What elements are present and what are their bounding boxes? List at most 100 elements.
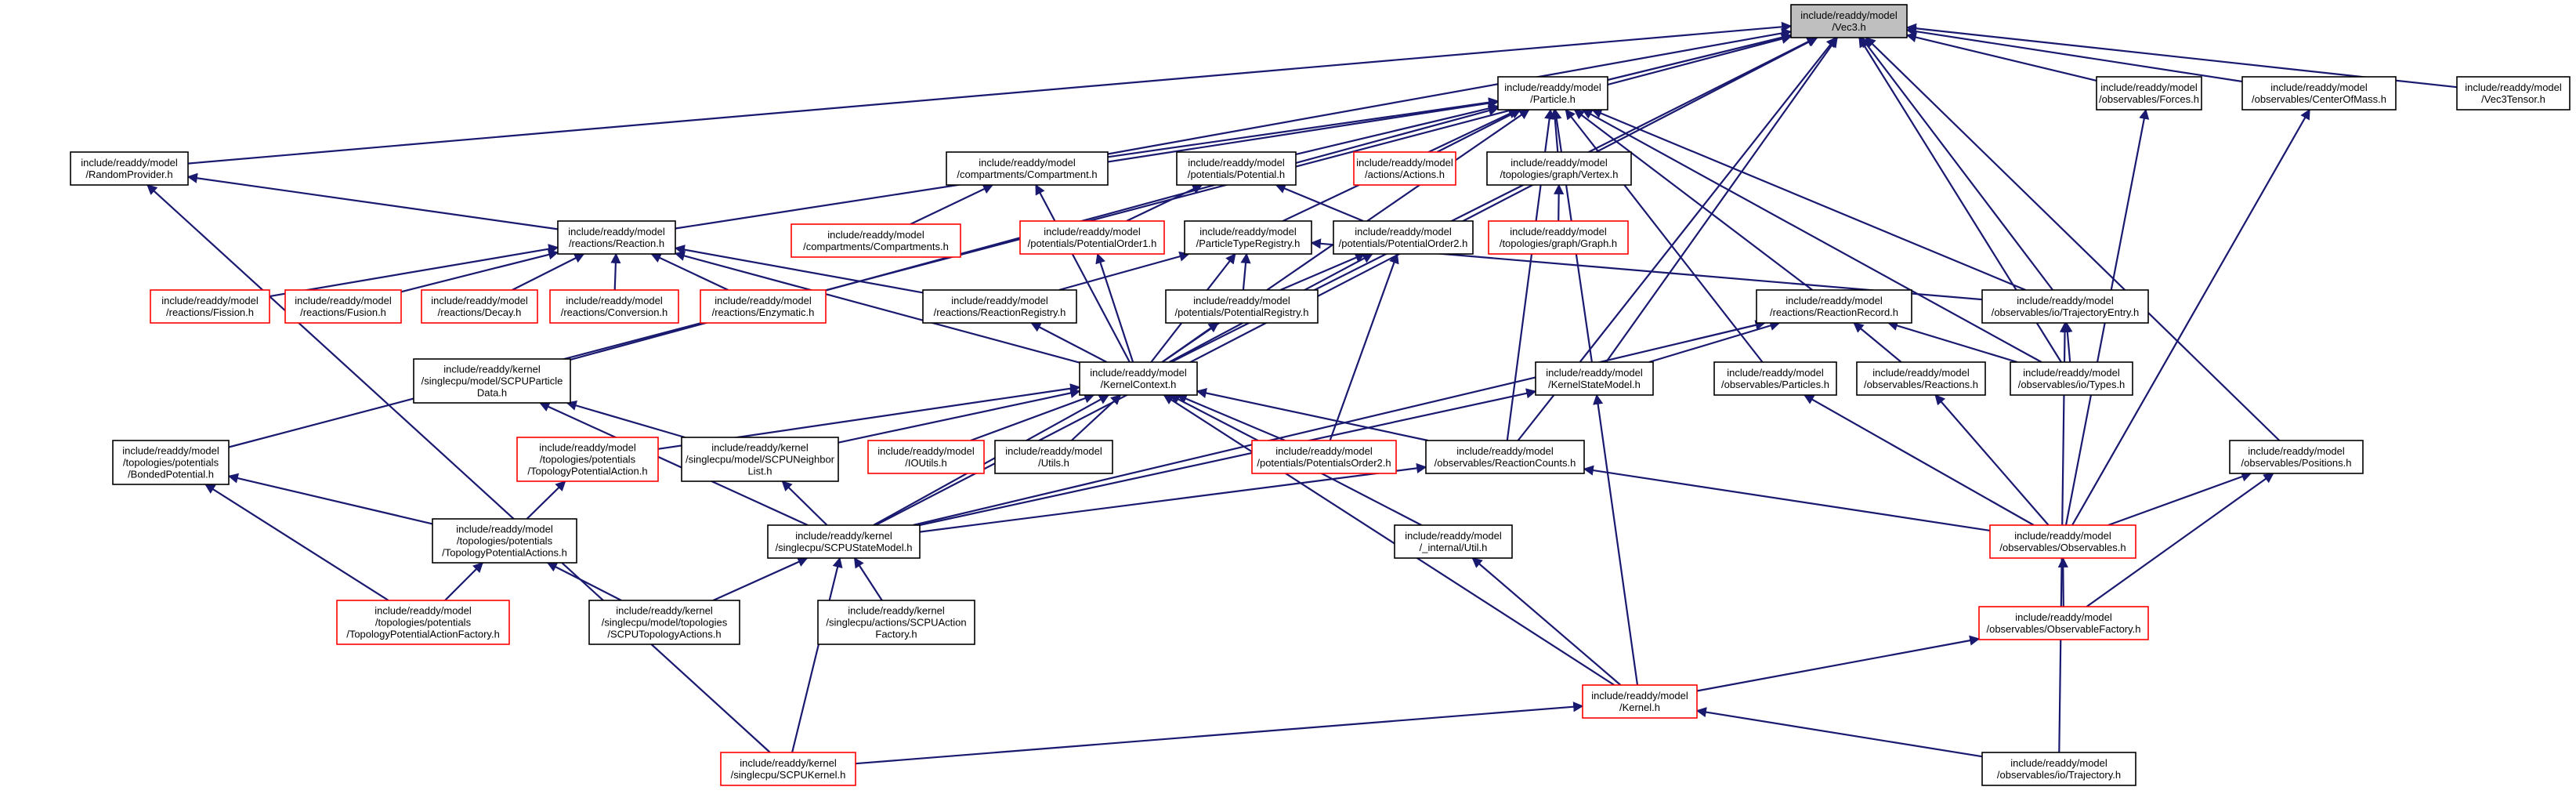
node-topopotaction[interactable]: include/readdy/model/topologies/potentia… [516, 437, 659, 482]
node-label-line: include/readdy/model [374, 605, 472, 617]
node-box [681, 437, 839, 482]
node-positions[interactable]: include/readdy/model/observables/Positio… [2229, 440, 2364, 474]
edge-kernelctx-to-reaction [674, 251, 1080, 364]
node-box [1176, 151, 1297, 186]
node-label-line: /singlecpu/model/topologies [602, 617, 728, 629]
node-label-line: /reactions/Fission.h [166, 306, 254, 318]
node-label-line: /observables/Observables.h [1999, 542, 2126, 553]
node-box [1756, 289, 1912, 324]
node-label-line: /observables/ObservableFactory.h [1986, 623, 2140, 635]
node-order1[interactable]: include/readdy/model/potentials/Potentia… [1019, 220, 1165, 255]
node-reaction[interactable]: include/readdy/model/reactions/Reaction.… [557, 220, 676, 255]
edge-potential-to-particle [1295, 103, 1500, 155]
node-conversion[interactable]: include/readdy/model/reactions/Conversio… [549, 289, 679, 324]
edge-compartment-to-particle [1107, 97, 1500, 158]
node-potreg[interactable]: include/readdy/model/potentials/Potentia… [1165, 289, 1319, 324]
node-order2[interactable]: include/readdy/model/potentials/Potentia… [1333, 220, 1474, 255]
node-topopotactions[interactable]: include/readdy/model/topologies/potentia… [432, 518, 577, 564]
node-kernelctx[interactable]: include/readdy/model/KernelContext.h [1079, 361, 1198, 396]
node-label-line: include/readdy/model [2017, 295, 2114, 306]
node-types[interactable]: include/readdy/model/observables/io/Type… [2010, 361, 2133, 396]
node-obsreactions[interactable]: include/readdy/model/observables/Reactio… [1856, 361, 1986, 396]
node-enzymatic[interactable]: include/readdy/model/reactions/Enzymatic… [700, 289, 827, 324]
edge-utils-to-kernelctx [1070, 394, 1122, 441]
node-label-line: include/readdy/model [1405, 530, 1502, 542]
node-bonded[interactable]: include/readdy/model/topologies/potentia… [112, 440, 230, 485]
node-kernel[interactable]: include/readdy/model/Kernel.h [1582, 684, 1698, 719]
node-box [112, 440, 230, 485]
node-scputopoactions[interactable]: include/readdy/kernel/singlecpu/model/to… [588, 600, 740, 645]
node-box [1978, 606, 2149, 640]
node-box [1079, 361, 1198, 396]
node-label-line: Factory.h [875, 629, 917, 640]
node-trajentry[interactable]: include/readdy/model/observables/io/Traj… [1981, 289, 2149, 324]
node-ptreg[interactable]: include/readdy/model/ParticleTypeRegistr… [1184, 220, 1312, 255]
node-compartments[interactable]: include/readdy/model/compartments/Compar… [791, 223, 961, 258]
node-ioutils[interactable]: include/readdy/model/IOUtils.h [867, 440, 985, 474]
node-box [2096, 76, 2202, 111]
node-label-line: /reactions/Enzymatic.h [712, 306, 815, 318]
edge-com-to-vec3 [1905, 26, 2243, 83]
edge-scpukernel-to-kernel [855, 702, 1584, 765]
node-label-line: include/readdy/model [827, 229, 924, 241]
edge-reactreg-to-ptreg [1058, 251, 1190, 292]
node-fusion[interactable]: include/readdy/model/reactions/Fusion.h [284, 289, 402, 324]
node-box [2456, 76, 2571, 111]
node-label-line: /topologies/potentials [375, 617, 472, 629]
node-label-line: include/readdy/model [1510, 226, 1607, 237]
node-compartment[interactable]: include/readdy/model/compartments/Compar… [946, 151, 1109, 186]
node-com[interactable]: include/readdy/model/observables/CenterO… [2241, 76, 2397, 111]
edge-types-to-particle [1582, 109, 2042, 363]
edge-observables-to-obsparticles [1803, 394, 2035, 526]
node-fission[interactable]: include/readdy/model/reactions/Fission.h [150, 289, 270, 324]
node-obsparticles[interactable]: include/readdy/model/observables/Particl… [1713, 361, 1837, 396]
node-label-line: /Particle.h [1530, 93, 1576, 105]
node-label-line: /observables/io/Types.h [2018, 379, 2126, 390]
node-vec3tensor[interactable]: include/readdy/model/Vec3Tensor.h [2456, 76, 2571, 111]
node-forces[interactable]: include/readdy/model/observables/Forces.… [2096, 76, 2202, 111]
node-observables[interactable]: include/readdy/model/observables/Observa… [1989, 524, 2136, 559]
node-vertex[interactable]: include/readdy/model/topologies/graph/Ve… [1486, 151, 1632, 186]
node-label-line: /Kernel.h [1619, 702, 1660, 713]
node-label-line: include/readdy/model [2010, 757, 2107, 769]
node-label-line: /topologies/graph/Graph.h [1500, 237, 1617, 249]
node-obsfactory[interactable]: include/readdy/model/observables/Observa… [1978, 606, 2149, 640]
node-label-line: include/readdy/model [1504, 82, 1601, 93]
node-random[interactable]: include/readdy/model/RandomProvider.h [70, 151, 189, 186]
edge-kernelctx-to-potreg [1161, 322, 1219, 363]
edge-fission-to-reaction [269, 244, 559, 298]
node-label-line: /KernelStateModel.h [1548, 379, 1641, 390]
node-trajectory[interactable]: include/readdy/model/observables/io/Traj… [1981, 752, 2136, 786]
node-scpukernel[interactable]: include/readdy/kernel/singlecpu/SCPUKern… [720, 752, 856, 786]
edge-compartments-to-compartment [910, 184, 994, 225]
node-decay[interactable]: include/readdy/model/reactions/Decay.h [421, 289, 538, 324]
node-ksm[interactable]: include/readdy/model/KernelStateModel.h [1535, 361, 1654, 396]
edge-obsreactions-to-reactrecord [1853, 322, 1902, 363]
node-box [588, 600, 740, 645]
node-potsorder2[interactable]: include/readdy/model/potentials/Potentia… [1251, 440, 1397, 474]
node-potential[interactable]: include/readdy/model/potentials/Potentia… [1176, 151, 1297, 186]
node-label-line: Data.h [477, 387, 507, 399]
node-actions[interactable]: include/readdy/model/actions/Actions.h [1353, 151, 1456, 186]
node-box [1856, 361, 1986, 396]
edge-obsfactory-to-observables [2057, 557, 2068, 607]
node-label-line: include/readdy/model [2100, 82, 2198, 93]
edge-fusion-to-reaction [400, 249, 559, 293]
node-vec3[interactable]: include/readdy/model/Vec3.h [1790, 4, 1908, 38]
edge-reactreg-to-reaction [674, 245, 924, 294]
node-scpuactfactory[interactable]: include/readdy/kernel/singlecpu/actions/… [817, 600, 975, 645]
node-graph[interactable]: include/readdy/model/topologies/graph/Gr… [1488, 220, 1629, 255]
node-scpupdata[interactable]: include/readdy/kernel/singlecpu/model/SC… [413, 358, 571, 404]
node-reactreg[interactable]: include/readdy/model/reactions/ReactionR… [922, 289, 1077, 324]
node-topoactfactory[interactable]: include/readdy/model/topologies/potentia… [336, 600, 510, 645]
node-utils[interactable]: include/readdy/model/Utils.h [994, 440, 1113, 474]
node-box [1582, 684, 1698, 719]
node-box [1981, 752, 2136, 786]
node-reactrecord[interactable]: include/readdy/model/reactions/ReactionR… [1756, 289, 1912, 324]
node-scpustate[interactable]: include/readdy/kernel/singlecpu/SCPUStat… [767, 524, 921, 559]
node-reactcounts[interactable]: include/readdy/model/observables/Reactio… [1425, 440, 1585, 474]
edge-particle-to-vec3 [1607, 32, 1793, 82]
node-internalutil[interactable]: include/readdy/model/_internal/Util.h [1394, 524, 1513, 559]
node-particle[interactable]: include/readdy/model/Particle.h [1497, 76, 1608, 111]
node-neighborlist[interactable]: include/readdy/kernel/singlecpu/model/SC… [681, 437, 839, 482]
